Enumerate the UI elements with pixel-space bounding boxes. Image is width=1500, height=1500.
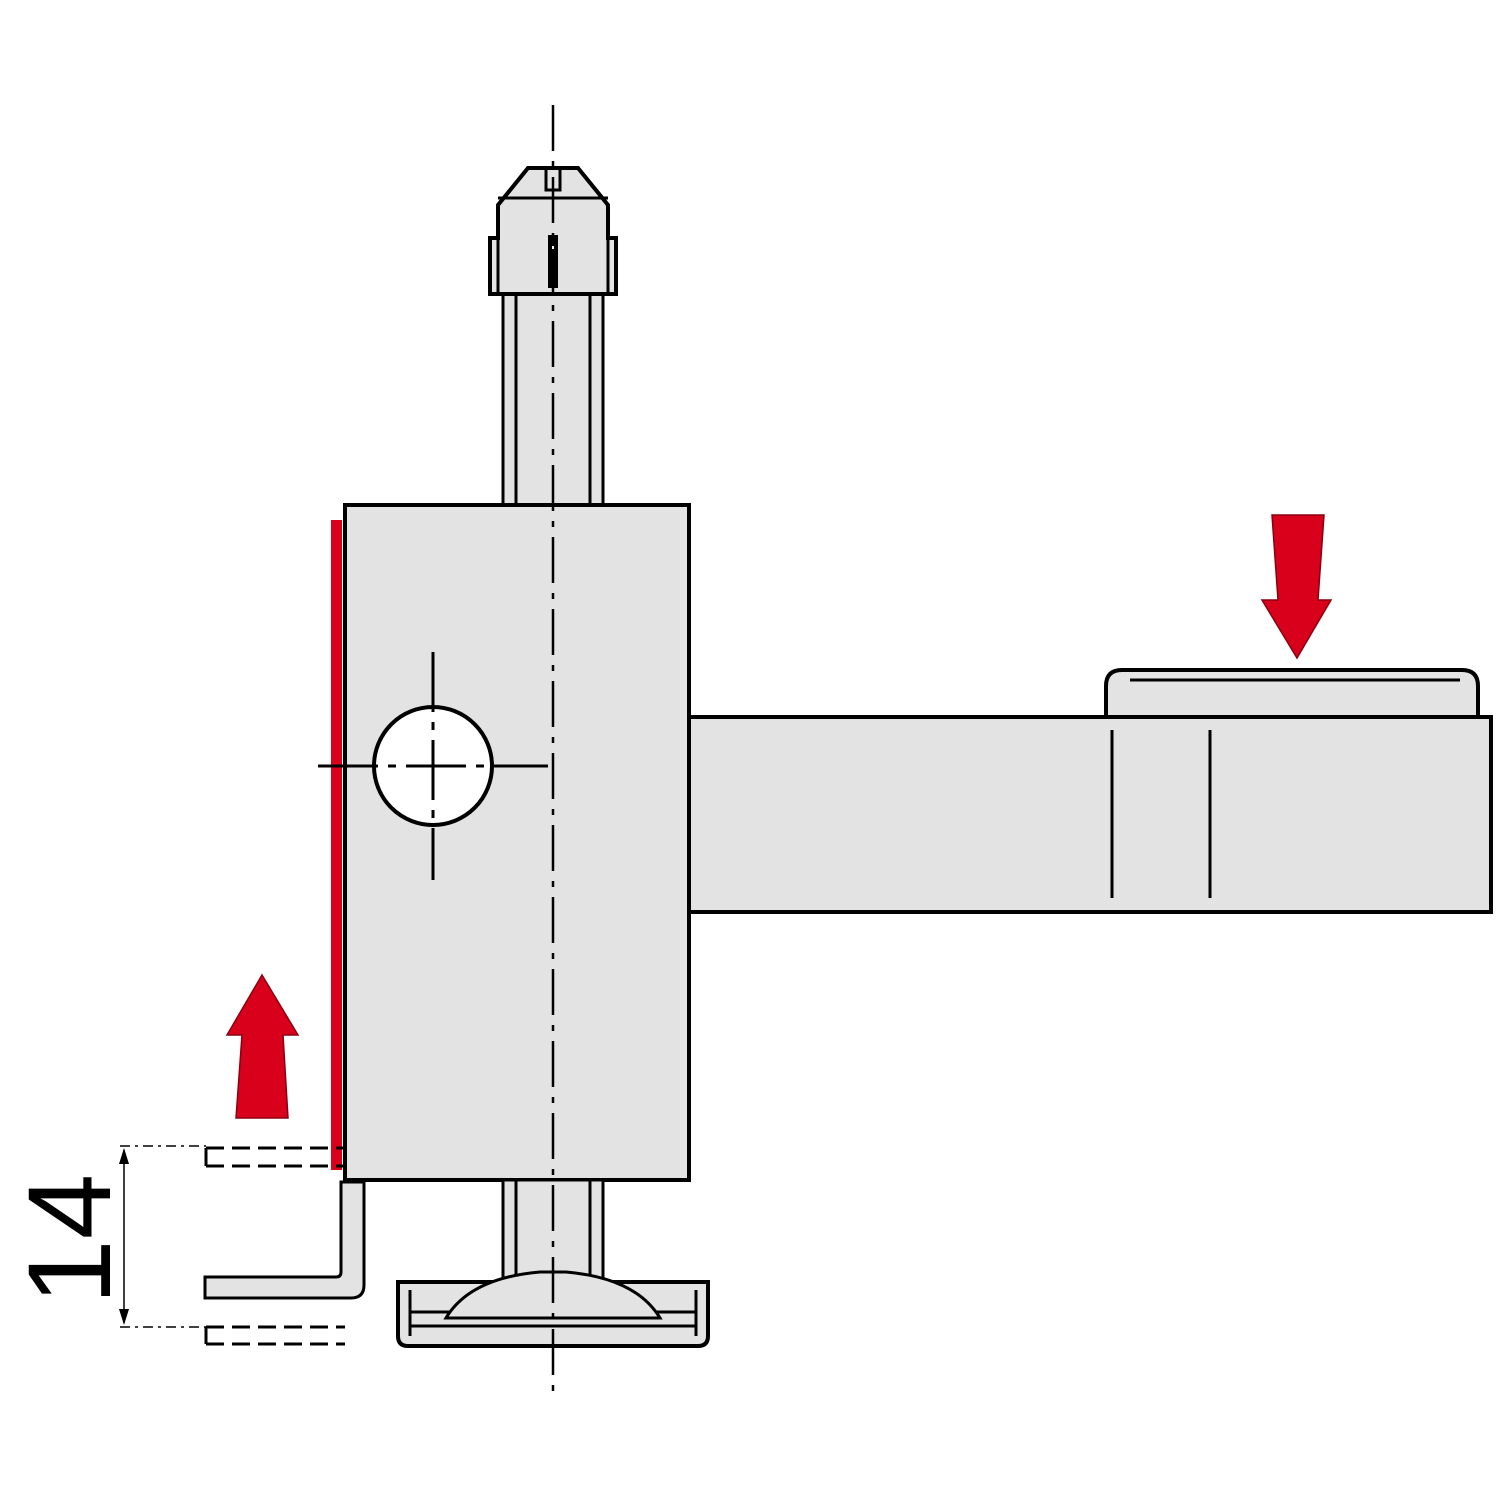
dimension-14: 14 — [4, 1145, 206, 1328]
bore-hole — [318, 652, 548, 880]
l-bracket — [203, 1180, 366, 1300]
red-edge-strip — [331, 520, 342, 1170]
horizontal-arm — [687, 668, 1493, 914]
arrow-up-icon — [225, 973, 300, 1119]
dimension-label: 14 — [4, 1174, 136, 1305]
bracket-lower-position — [204, 1325, 345, 1346]
main-housing — [343, 503, 691, 1182]
bracket-upper-position — [204, 1146, 343, 1168]
arrow-down-icon — [1260, 514, 1333, 660]
